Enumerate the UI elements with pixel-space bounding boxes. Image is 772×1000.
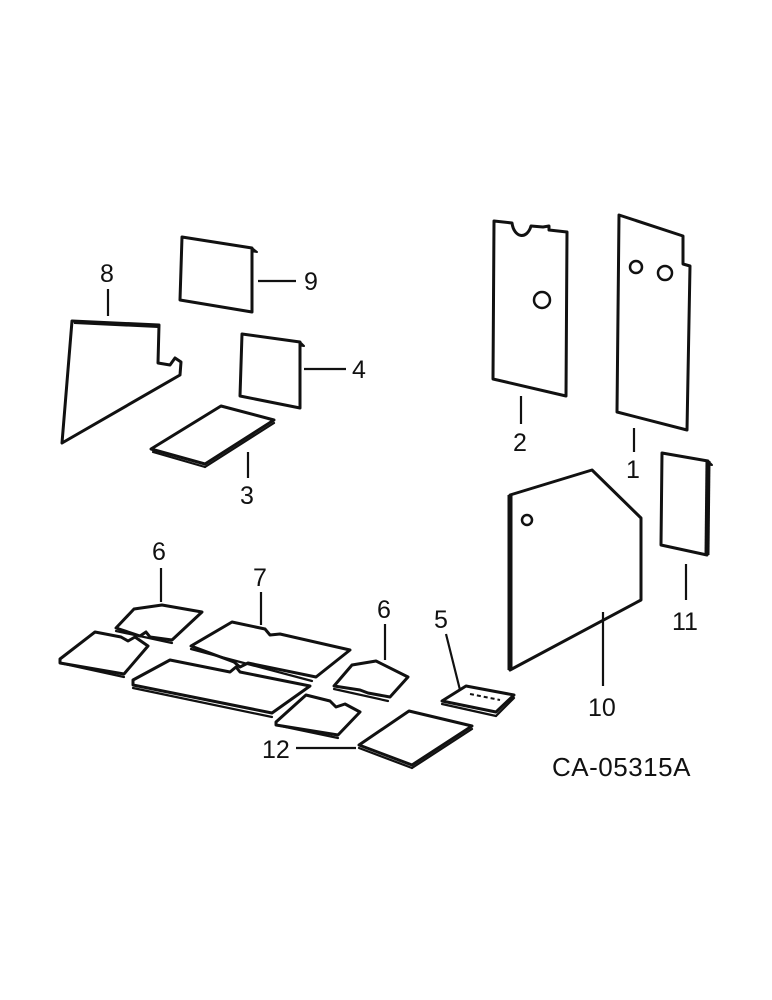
label-5: 5 — [434, 606, 448, 634]
part-5-block — [440, 684, 516, 718]
callout-lines — [106, 279, 688, 750]
part-8-side-panel — [60, 319, 183, 445]
part-3-floor-pad — [149, 404, 276, 469]
label-4: 4 — [352, 356, 366, 384]
part-12-pad — [357, 709, 474, 770]
part-6-right-mat — [274, 659, 410, 740]
label-11: 11 — [672, 608, 698, 636]
part-11-pad — [659, 451, 713, 557]
part-9-pad — [178, 235, 258, 314]
label-7: 7 — [253, 564, 267, 592]
part-10-panel — [507, 468, 643, 672]
part-1-panel — [615, 213, 692, 432]
part-2-panel — [491, 219, 569, 398]
part-7-center-mat — [131, 620, 352, 719]
part-6-left-mat — [58, 603, 204, 679]
label-10: 10 — [588, 694, 616, 722]
reference-code: CA-05315A — [552, 752, 691, 782]
label-12: 12 — [262, 736, 290, 764]
label-9: 9 — [304, 268, 318, 296]
part-4-pad — [238, 332, 305, 410]
label-1: 1 — [626, 456, 640, 484]
leader-5 — [444, 633, 462, 691]
label-3: 3 — [240, 482, 254, 510]
label-6b: 6 — [377, 596, 391, 624]
label-6a: 6 — [152, 538, 166, 566]
label-2: 2 — [513, 429, 527, 457]
label-8: 8 — [100, 260, 114, 288]
